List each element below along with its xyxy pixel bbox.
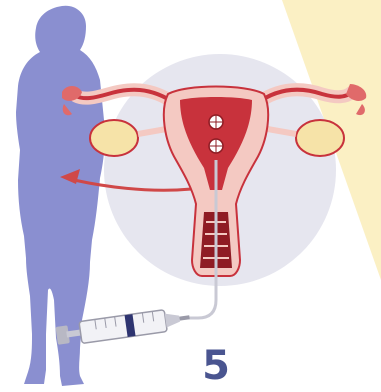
ovary-right (296, 120, 344, 156)
embryo-icon (209, 115, 223, 129)
ovary-left (90, 120, 138, 156)
step-number: 5 (196, 344, 236, 388)
embryo-icon-second (209, 139, 223, 153)
